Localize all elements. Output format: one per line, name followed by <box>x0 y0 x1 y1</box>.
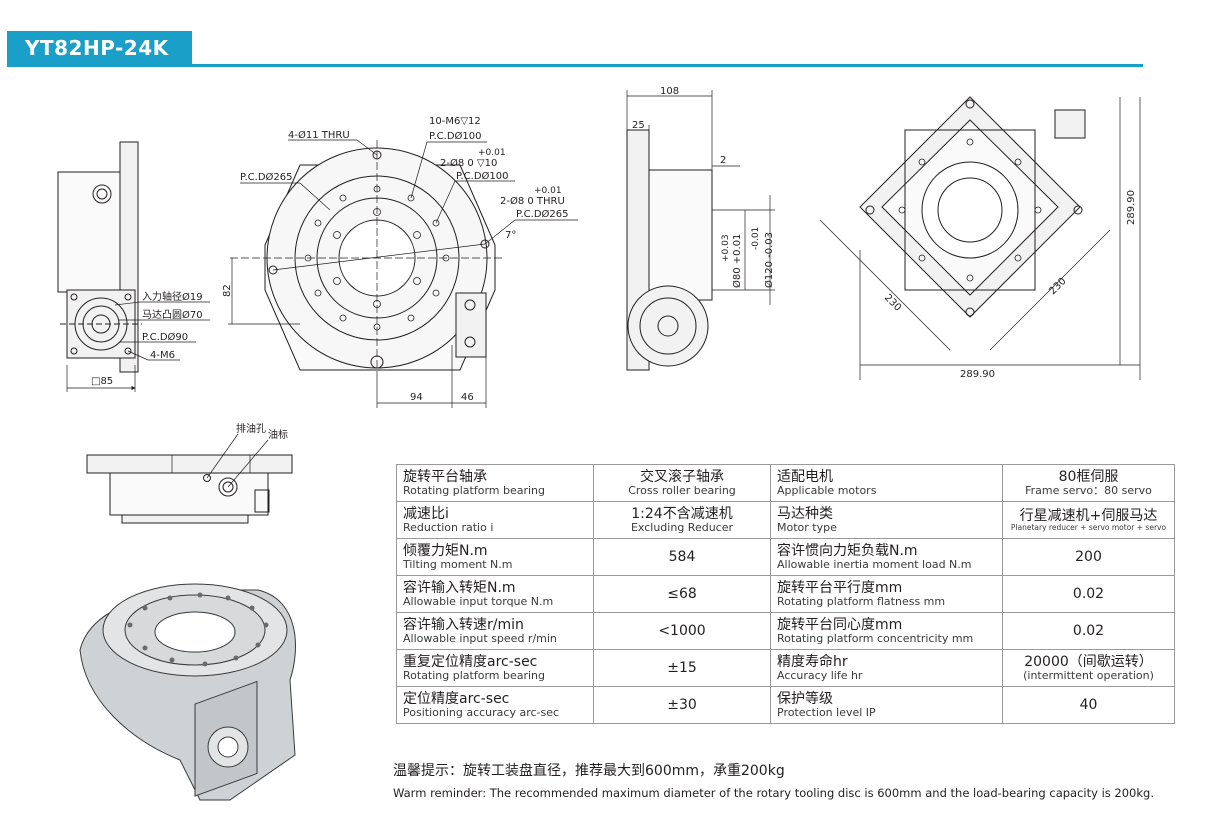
pcd265-a-label: P.C.DØ265 <box>240 171 292 183</box>
row-value: 584 <box>593 538 771 576</box>
drain-hole-label: 排油孔 <box>236 422 266 435</box>
top-view-holes <box>898 138 1042 282</box>
row-value: 40 <box>1002 686 1175 724</box>
dia120-label: Ø120 -0.03 <box>763 232 775 288</box>
row-value: 0.02 <box>1002 575 1175 613</box>
product-3d-render <box>79 583 296 801</box>
bottom-elevation <box>86 433 293 524</box>
holes-thru-label: 4-Ø11 THRU <box>288 129 350 141</box>
left-view-leaders <box>114 301 210 361</box>
dim-28990-h-label: 289.90 <box>960 369 995 380</box>
pcd90-label: P.C.DØ90 <box>142 331 188 343</box>
pcd265-b-label: P.C.DØ265 <box>516 208 568 220</box>
dim-28990-v-label: 289.90 <box>1126 190 1137 225</box>
m6-depth-label: 10-M6▽12 <box>429 116 481 127</box>
row-value: ±30 <box>593 686 771 724</box>
row-value: 20000（间歇运转）(intermittent operation) <box>1002 649 1175 687</box>
tol-b-label: +0.01 <box>534 186 562 196</box>
dim-108-label: 108 <box>660 86 679 97</box>
dim-2-label: 2 <box>720 155 726 166</box>
front-view-holes <box>304 185 450 331</box>
dim-230-a-label: 230 <box>882 292 903 313</box>
front-view-leaders <box>240 139 578 245</box>
warm-reminder-en: Warm reminder: The recommended maximum d… <box>393 786 1154 800</box>
row-value: 200 <box>1002 538 1175 576</box>
pin-hole-a-label: 2-Ø8 0 ▽10 <box>440 157 497 169</box>
dim-82-label: 82 <box>222 284 233 297</box>
dia80-tol-label: +0.03 <box>721 234 731 262</box>
tol-a-label: +0.01 <box>478 148 506 158</box>
dim-230-b-label: 230 <box>1047 276 1068 297</box>
dim-94-label: 94 <box>410 392 423 403</box>
motor-boss-label: 马达凸圆Ø70 <box>142 309 203 321</box>
pcd100-b-label: P.C.DØ100 <box>456 170 508 182</box>
title-underline <box>7 64 1143 67</box>
row-value: 0.02 <box>1002 612 1175 650</box>
dia80-label: Ø80 +0.01 <box>731 234 743 288</box>
row-value: ≤68 <box>593 575 771 613</box>
warm-reminder-zh: 温馨提示：旋转工装盘直径，推荐最大到600mm，承重200kg <box>393 763 785 779</box>
angle-label: 7° <box>505 230 516 241</box>
left-side-view <box>57 141 142 392</box>
row-value: <1000 <box>593 612 771 650</box>
input-shaft-label: 入力轴径Ø19 <box>142 290 203 303</box>
dia120-tol-label: -0.01 <box>751 227 761 250</box>
side-view <box>626 90 775 371</box>
pin-hole-b-label: 2-Ø8 0 THRU <box>500 195 565 207</box>
dim-46-label: 46 <box>461 392 474 403</box>
oil-mark-label: 油标 <box>268 428 288 441</box>
row-value: ±15 <box>593 649 771 687</box>
model-title: YT82HP-24K <box>7 31 192 65</box>
pcd100-a-label: P.C.DØ100 <box>429 130 481 142</box>
dim-25-label: 25 <box>632 120 645 131</box>
render-holes <box>127 592 269 667</box>
m6-label: 4-M6 <box>150 350 175 361</box>
top-view <box>819 96 1141 380</box>
square85-label: □85 <box>91 376 113 387</box>
